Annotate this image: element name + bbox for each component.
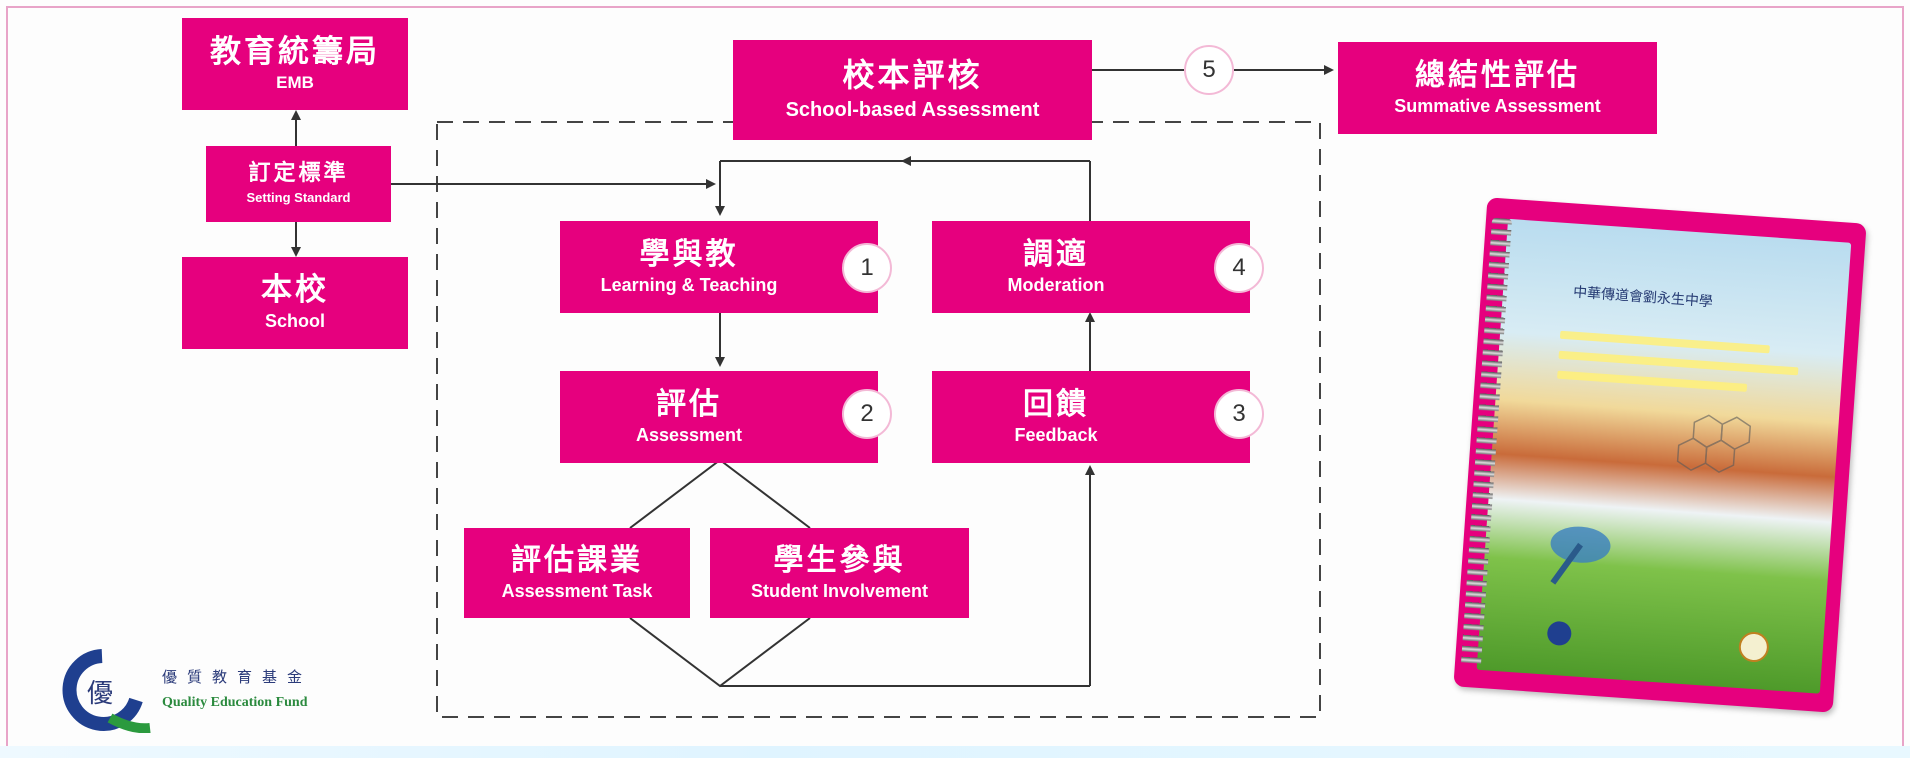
line-diamond-top (629, 458, 811, 529)
bottom-band (0, 746, 1910, 758)
moderation-en: Moderation (1007, 274, 1105, 295)
summative-zh: 總結性評估 (1415, 57, 1580, 93)
book-image: 中華傳道會劉永生中學 (1430, 190, 1870, 720)
summative-en: Summative Assessment (1394, 95, 1601, 116)
box-school: 本校 School (182, 257, 408, 349)
box-summative-assessment: 總結性評估 Summative Assessment (1338, 42, 1657, 134)
step-badge-2: 2 (842, 389, 892, 439)
emb-zh: 教育統籌局 (210, 33, 380, 70)
task-en: Assessment Task (501, 580, 653, 601)
cover-graphics (1547, 414, 1769, 663)
step-badge-4: 4 (1214, 243, 1264, 293)
qef-logo-char: 優 (87, 679, 113, 709)
sba-zh: 校本評核 (842, 56, 983, 95)
learning-zh: 學與教 (639, 236, 739, 272)
step-badge-3: 3 (1214, 389, 1264, 439)
box-school-based-assessment: 校本評核 School-based Assessment (733, 40, 1092, 140)
step-badge-1: 1 (842, 243, 892, 293)
process-dashed-frame (436, 121, 1321, 718)
step-badge-5: 5 (1184, 45, 1234, 95)
task-zh: 評估課業 (511, 542, 643, 578)
page-frame (6, 6, 1904, 752)
assessment-zh: 評估 (656, 386, 722, 422)
book-cover: 中華傳道會劉永生中學 (1476, 218, 1852, 694)
involvement-zh: 學生參與 (773, 542, 906, 578)
cover-school-crest-icon (1738, 632, 1769, 663)
qef-logo-mark: 優 (62, 649, 151, 734)
box-moderation: 調適 Moderation (932, 221, 1250, 313)
hexagon-pattern-icon (1676, 414, 1752, 474)
setting-en: Setting Standard (246, 190, 351, 206)
feedback-en: Feedback (1014, 424, 1098, 445)
feedback-zh: 回饋 (1023, 386, 1089, 422)
box-emb: 教育統籌局 EMB (182, 18, 408, 110)
sba-en: School-based Assessment (785, 98, 1040, 121)
emb-en: EMB (276, 72, 314, 92)
moderation-zh: 調適 (1023, 236, 1089, 272)
pushpin-icon (1550, 526, 1611, 563)
involvement-en: Student Involvement (750, 580, 929, 601)
qef-logo: 優 優質教育基金 Quality Education Fund (52, 648, 382, 734)
box-assessment: 評估 Assessment (560, 371, 878, 463)
school-en: School (264, 311, 325, 332)
book-cover-frame: 中華傳道會劉永生中學 (1453, 197, 1867, 713)
line-diamond-bottom (629, 617, 811, 688)
setting-zh: 訂定標準 (248, 161, 349, 187)
box-learning-teaching: 學與教 Learning & Teaching (560, 221, 878, 313)
qef-logo-en: Quality Education Fund (162, 695, 308, 710)
box-student-involvement: 學生參與 Student Involvement (710, 528, 969, 618)
cover-qef-logo-icon (1547, 621, 1572, 646)
school-zh: 本校 (261, 272, 329, 309)
qef-logo-zh: 優質教育基金 (162, 668, 313, 686)
box-feedback: 回饋 Feedback (932, 371, 1250, 463)
pushpin-needle-icon (1550, 542, 1583, 585)
learning-en: Learning & Teaching (600, 274, 778, 295)
assessment-en: Assessment (635, 424, 743, 445)
box-assessment-task: 評估課業 Assessment Task (464, 528, 690, 618)
box-setting-standard: 訂定標準 Setting Standard (206, 146, 391, 222)
